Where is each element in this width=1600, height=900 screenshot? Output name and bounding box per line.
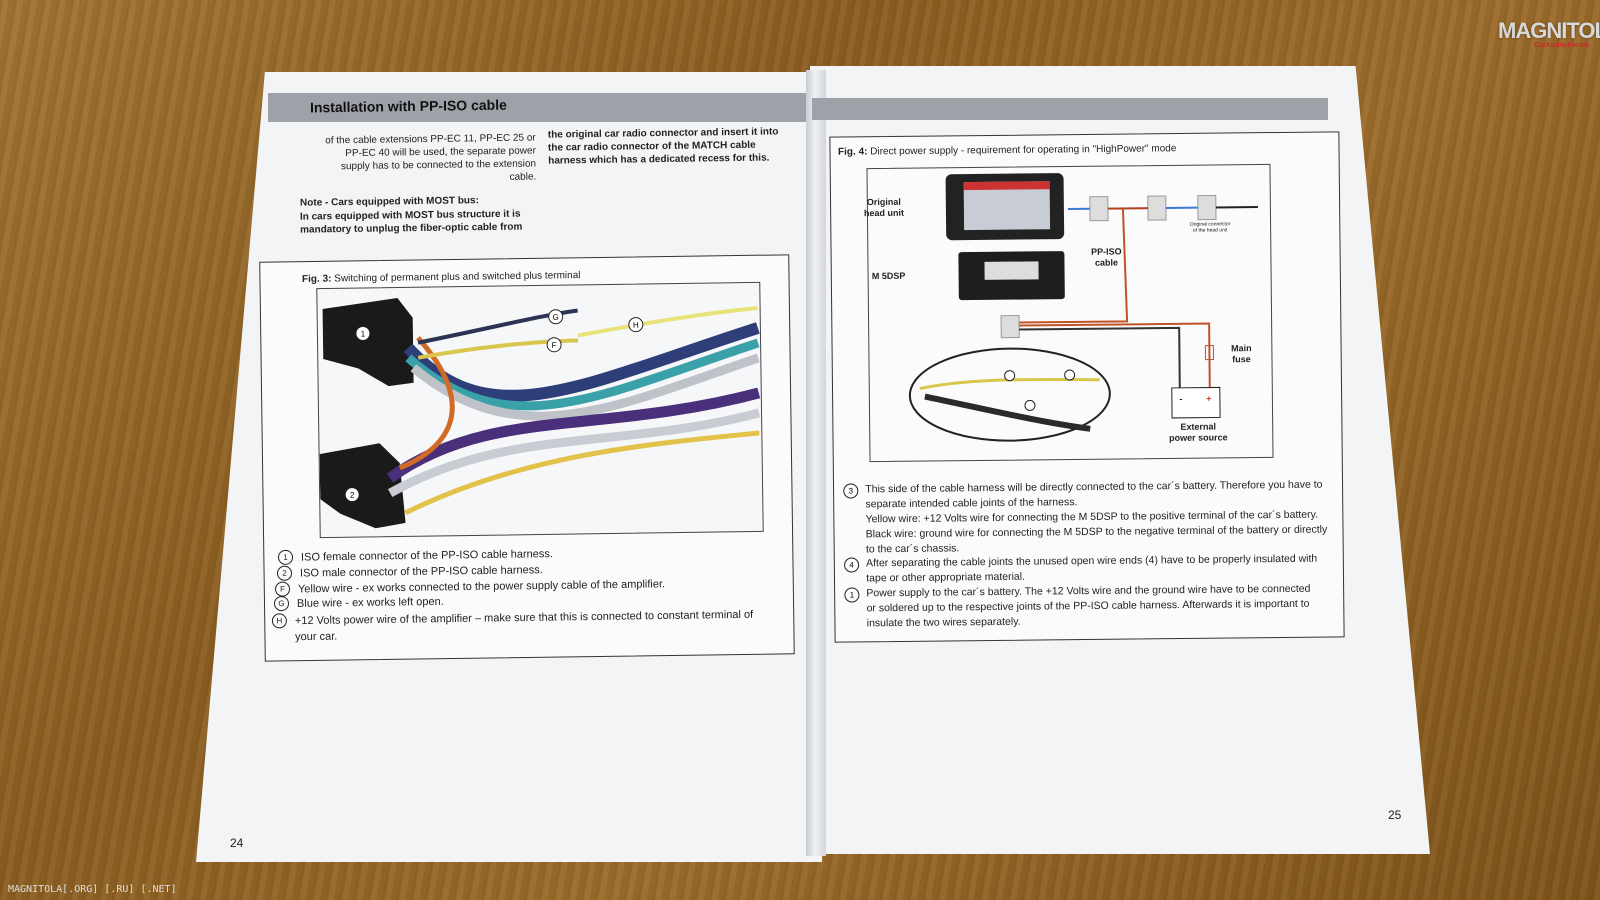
detail-marker-4 (1024, 399, 1036, 411)
label-main-fuse: Main fuse (1231, 343, 1252, 365)
wire-bundle-grey (410, 353, 760, 421)
note-marker: 4 (844, 557, 860, 573)
wiring-harness-photo: 1 2 G F H (316, 281, 764, 539)
header-band-left (268, 93, 806, 122)
page-number-left: 24 (230, 836, 244, 850)
head-unit-screen (963, 181, 1051, 231)
label-plus: + (1206, 393, 1212, 404)
label-original-connector: Original connector of the head unit (1189, 221, 1231, 234)
marker-h-circle (628, 317, 644, 333)
legend-text: ISO male connector of the PP-ISO cable h… (299, 563, 543, 580)
label-external-power: External power source (1168, 421, 1228, 443)
wire-to-fuse (1019, 322, 1211, 388)
note-line: tape or other appropriate material. (866, 570, 1026, 585)
figure-4-caption-label: Fig. 4: (837, 146, 868, 158)
wire-ground (1019, 326, 1181, 388)
figure-4-notes: 3 This side of the cable harness will be… (843, 477, 1337, 632)
marker-f-circle (546, 337, 562, 353)
legend-marker: F (274, 581, 291, 597)
marker-f: F (552, 341, 557, 350)
section-heading: Installation with PP-ISO cable (309, 96, 507, 116)
legend-text: ISO female connector of the PP-ISO cable… (300, 547, 553, 564)
detail-marker-1 (1064, 369, 1076, 381)
legend-item: G Blue wire - ex works left open. (273, 594, 444, 612)
iso-male-connector (319, 443, 406, 529)
legend-marker: G (273, 595, 290, 612)
note-line: insulate the two wires separately. (866, 615, 1021, 630)
detail-ellipse (908, 347, 1111, 442)
legend-marker: 1 (277, 549, 294, 565)
m5dsp-connector (984, 261, 1039, 280)
wiring-diagram: Original head unit M 5DSP PP-ISO cable O… (864, 163, 1274, 463)
wire-bundle-blue (403, 322, 760, 402)
plug-4 (1000, 315, 1020, 339)
marker-h: H (633, 321, 639, 330)
iso-female-connector (322, 297, 414, 387)
label-minus: - (1179, 393, 1183, 404)
legend-marker: 2 (276, 565, 293, 581)
header-band-right (812, 98, 1328, 120)
note-marker: 1 (844, 587, 860, 603)
bottom-watermark: MAGNITOLA[.ORG] [.RU] [.NET] (8, 884, 177, 895)
head-unit-screen-bar (963, 181, 1050, 191)
label-head-unit: Original head unit (863, 196, 904, 219)
figure-3-caption-label: Fig. 3: (301, 273, 332, 285)
book-spine (806, 70, 826, 856)
legend-text: +12 Volts power wire of the amplifier – … (294, 608, 754, 644)
wire-bundle-purple (386, 387, 761, 483)
wiring-diagram-drawing (908, 173, 1258, 442)
wire-blue-g (417, 308, 578, 345)
marker-1: 1 (361, 329, 366, 338)
wire-bundle-white (387, 408, 761, 498)
detail-harness (924, 393, 1091, 432)
page-number-right: 25 (1388, 808, 1402, 822)
magnitola-logo: MAGNITOLA (1498, 18, 1600, 43)
battery-symbol (1171, 386, 1221, 419)
plug-3 (1197, 194, 1217, 221)
plug-1 (1089, 196, 1109, 222)
marker-1-circle (355, 325, 371, 341)
plug-2 (1147, 195, 1167, 221)
note-marker: 3 (843, 483, 859, 499)
legend-text: Blue wire - ex works left open. (296, 595, 444, 610)
legend-marker: H (271, 613, 288, 629)
left-column-text: of the cable extensions PP-EC 11, PP-EC … (325, 132, 537, 183)
marker-2: 2 (350, 491, 355, 500)
ppiso-wire-red (1019, 208, 1129, 324)
marker-2-circle (344, 487, 360, 503)
detail-marker-3 (1004, 370, 1016, 382)
magnitola-logo-subtitle: CarAudio Forum (1534, 42, 1590, 49)
label-ppiso: PP-ISO cable (1091, 246, 1122, 268)
right-column-text: the original car radio connector and ins… (547, 126, 779, 167)
wire-yellow-h (577, 305, 758, 338)
wire-yellow-f (417, 338, 579, 360)
wire-orange (398, 336, 455, 471)
note-text: In cars equipped with MOST bus structure… (299, 208, 523, 236)
marker-g-circle (548, 309, 564, 325)
detail-wire-yellow (919, 377, 1100, 391)
label-m5dsp: M 5DSP (871, 270, 906, 282)
note-item: 1 Power supply to the car´s battery. The… (844, 581, 1336, 632)
wiring-harness-drawing: 1 2 G F H (319, 297, 761, 529)
note-item: 3 This side of the cable harness will be… (843, 477, 1336, 556)
note-line: or soldered up to the respective joints … (866, 597, 1310, 615)
fuse-symbol (1204, 344, 1215, 361)
wire-yellow-lower (404, 430, 760, 516)
marker-g: G (553, 313, 559, 322)
